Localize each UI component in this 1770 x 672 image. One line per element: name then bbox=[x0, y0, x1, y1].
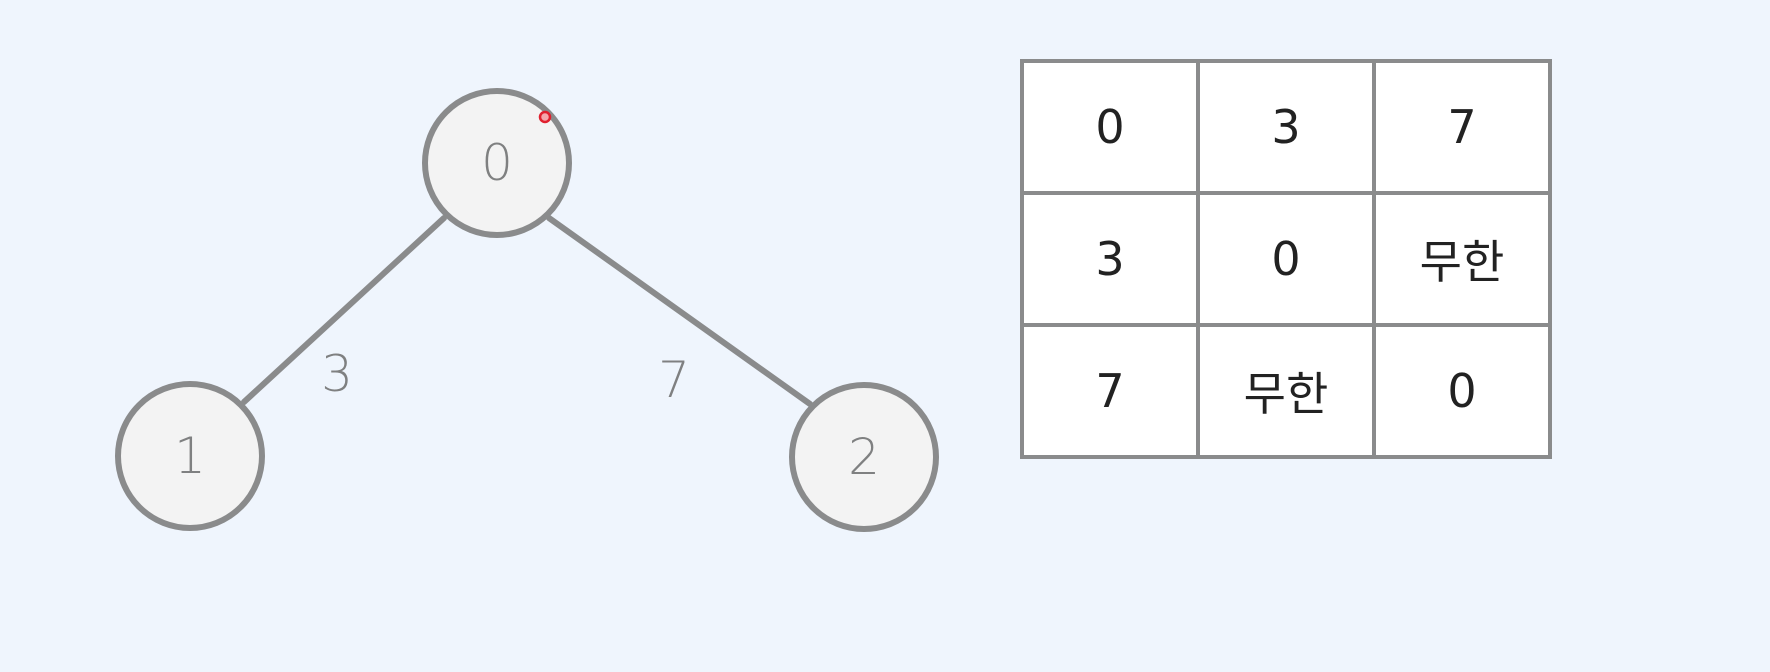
matrix-cell-1-2: 무한 bbox=[1372, 191, 1552, 327]
pointer-cursor-dot bbox=[538, 110, 552, 124]
node-1: 1 bbox=[115, 381, 265, 531]
node-2-circle bbox=[789, 382, 939, 532]
matrix-cell-0-0: 0 bbox=[1020, 59, 1200, 195]
matrix-cell-2-2: 0 bbox=[1372, 323, 1552, 459]
matrix-cell-2-0: 7 bbox=[1020, 323, 1200, 459]
node-1-circle bbox=[115, 381, 265, 531]
matrix-row-0: 0 3 7 bbox=[1020, 59, 1552, 195]
edge-0-2 bbox=[546, 215, 813, 407]
matrix-cell-0-1: 3 bbox=[1196, 59, 1376, 195]
matrix-cell-1-0: 3 bbox=[1020, 191, 1200, 327]
matrix-cell-2-1: 무한 bbox=[1196, 323, 1376, 459]
matrix-row-1: 3 0 무한 bbox=[1020, 191, 1552, 327]
node-0-label: 0 bbox=[481, 134, 513, 192]
node-2-label: 2 bbox=[848, 428, 880, 486]
node-1-label: 1 bbox=[174, 427, 206, 485]
node-2: 2 bbox=[789, 382, 939, 532]
edge-0-2-weight: 7 bbox=[658, 351, 690, 409]
adjacency-matrix: 0 3 7 3 0 무한 7 무한 0 bbox=[1020, 59, 1552, 459]
matrix-cell-0-2: 7 bbox=[1372, 59, 1552, 195]
matrix-cell-1-1: 0 bbox=[1196, 191, 1376, 327]
edge-0-1-weight: 3 bbox=[321, 345, 353, 403]
node-0-circle bbox=[422, 88, 572, 238]
node-0: 0 bbox=[422, 88, 572, 238]
edge-0-1 bbox=[241, 215, 447, 405]
matrix-row-2: 7 무한 0 bbox=[1020, 323, 1552, 459]
